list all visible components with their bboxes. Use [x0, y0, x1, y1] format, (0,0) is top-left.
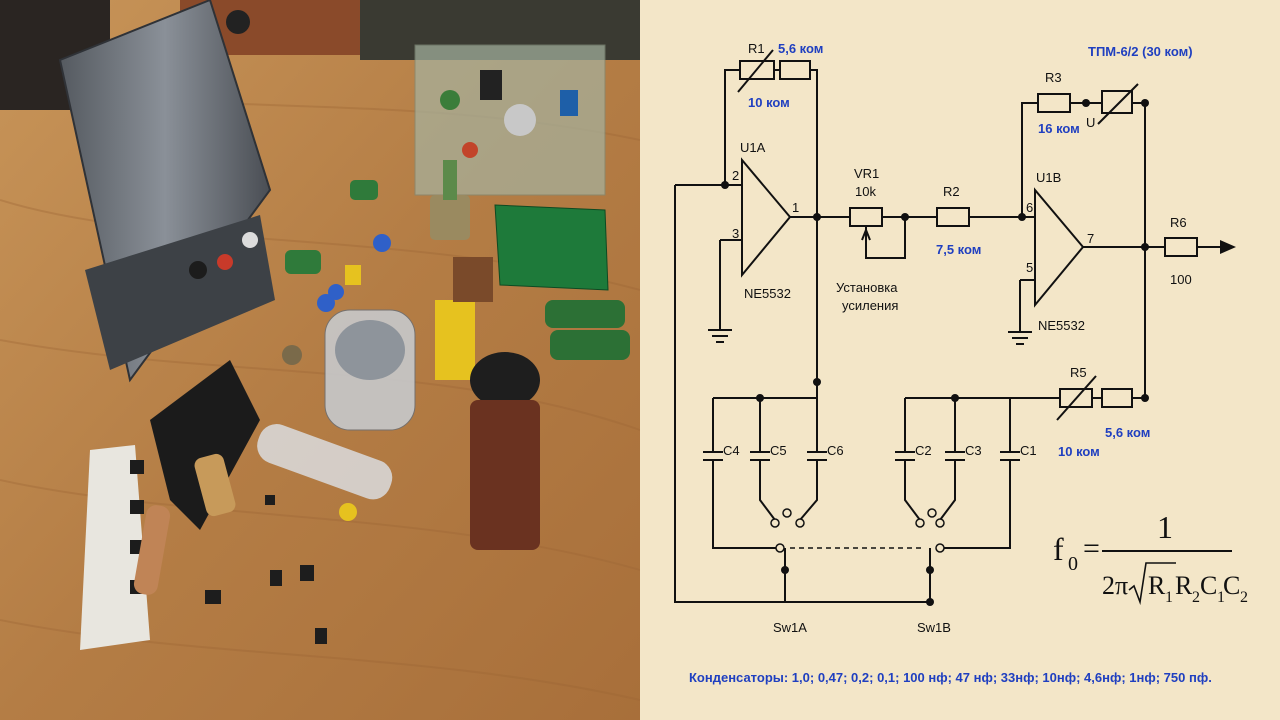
r5-label: R5 [1070, 365, 1087, 380]
cap-c3: C3 [965, 443, 982, 458]
u1b-pin-out: 7 [1087, 231, 1094, 246]
formula-c1-sub: 1 [1217, 589, 1225, 606]
cutoff-formula: f 0 = 1 2π R 1 R 2 C 1 C 2 [1053, 509, 1248, 606]
u1a-pin-out: 1 [792, 200, 799, 215]
schematic-panel: R1 5,6 ком 10 ком U1A 2 3 1 NE5532 VR1 1… [640, 0, 1280, 720]
r1-fixed-value: 5,6 ком [778, 41, 823, 56]
formula-c2: C [1223, 571, 1240, 600]
r1-label: R1 [748, 41, 765, 56]
r3-label: R3 [1045, 70, 1062, 85]
formula-c1: C [1200, 571, 1217, 600]
tpm-label: ТПМ-6/2 (30 ком) [1088, 44, 1193, 59]
vr1-label: VR1 [854, 166, 879, 181]
u1a-label: U1A [740, 140, 766, 155]
sqrt-icon [1128, 562, 1176, 606]
u1a-pin-pos: 3 [732, 226, 739, 241]
formula-lhs: f [1053, 531, 1064, 567]
schematic-diagram: R1 5,6 ком 10 ком U1A 2 3 1 NE5532 VR1 1… [640, 0, 1280, 720]
r1-var-value: 10 ком [748, 95, 790, 110]
formula-r2: R [1175, 571, 1193, 600]
u1b-label: U1B [1036, 170, 1061, 185]
formula-numerator: 1 [1157, 509, 1173, 545]
u1b-pin-neg: 6 [1026, 200, 1033, 215]
formula-r2-sub: 2 [1192, 589, 1200, 606]
components-photo [0, 0, 640, 720]
vr1-caption-2: усиления [842, 298, 898, 313]
tpm-mark: U [1086, 115, 1095, 130]
photo-illustration [0, 0, 640, 720]
cap-c4: C4 [723, 443, 740, 458]
r6-value: 100 [1170, 272, 1192, 287]
cap-c5: C5 [770, 443, 787, 458]
formula-c2-sub: 2 [1240, 589, 1248, 606]
vr1-value: 10k [855, 184, 876, 199]
formula-two-pi: 2π [1102, 571, 1128, 600]
u1a-pin-neg: 2 [732, 168, 739, 183]
formula-eq: = [1083, 532, 1100, 565]
cap-c2: C2 [915, 443, 932, 458]
u1a-part: NE5532 [744, 286, 791, 301]
formula-lhs-sub: 0 [1068, 553, 1078, 575]
switch-b-label: Sw1B [917, 620, 951, 635]
r2-value: 7,5 ком [936, 242, 981, 257]
u1b-part: NE5532 [1038, 318, 1085, 333]
formula-r1-sub: 1 [1165, 589, 1173, 606]
r2-label: R2 [943, 184, 960, 199]
capacitor-values-note: Конденсаторы: 1,0; 0,47; 0,2; 0,1; 100 н… [689, 670, 1212, 685]
r5-var-value: 10 ком [1058, 444, 1100, 459]
switch-a-label: Sw1A [773, 620, 807, 635]
r3-value: 16 ком [1038, 121, 1080, 136]
r5-fixed-value: 5,6 ком [1105, 425, 1150, 440]
cap-c6: C6 [827, 443, 844, 458]
vr1-caption-1: Установка [836, 280, 898, 295]
formula-r1: R [1148, 571, 1166, 600]
r6-label: R6 [1170, 215, 1187, 230]
u1b-pin-pos: 5 [1026, 260, 1033, 275]
cap-c1: C1 [1020, 443, 1037, 458]
